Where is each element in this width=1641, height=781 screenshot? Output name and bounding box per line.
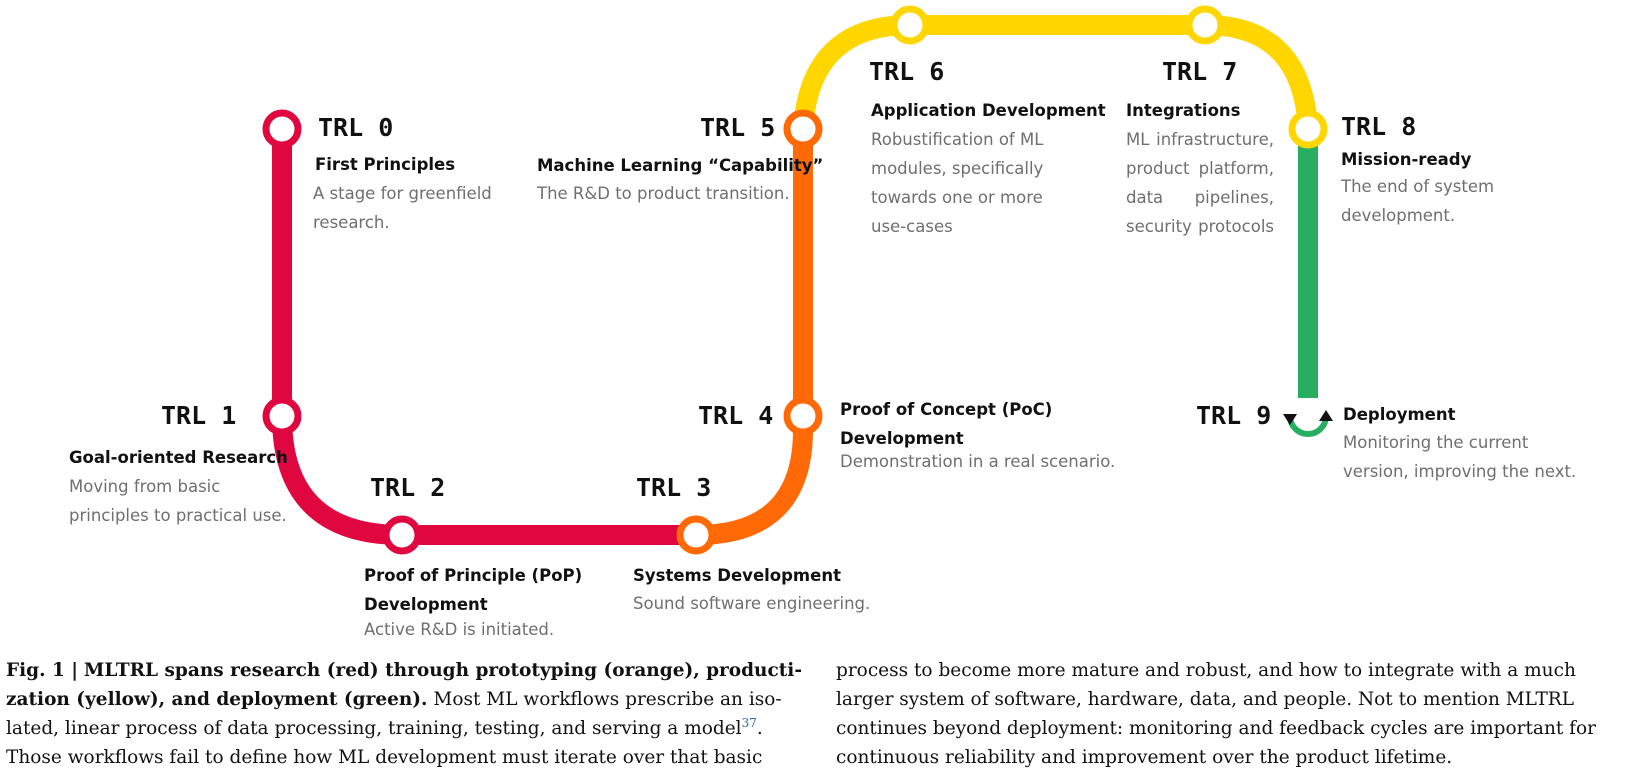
trl6-desc-line: Robustification of ML xyxy=(871,130,1044,149)
caption-text: Most ML workflows prescribe an iso- xyxy=(433,689,782,710)
trl6-desc: Robustification of ML modules, specifica… xyxy=(871,125,1043,241)
trl8-label: TRL 8 xyxy=(1341,112,1417,141)
trl7-label: TRL 7 xyxy=(1162,57,1238,86)
trl1-title: Goal-oriented Research xyxy=(69,448,288,467)
trl2-label: TRL 2 xyxy=(370,473,446,502)
trl5-desc: The R&D to product transition. xyxy=(537,179,790,208)
trl7-desc-line: ML infrastructure, xyxy=(1126,130,1274,149)
caption-line: lated, linear process of data processing… xyxy=(6,714,806,743)
trl6-station xyxy=(890,5,930,45)
caption-line: Those workflows fail to define how ML de… xyxy=(6,747,763,768)
trl7-title: Integrations xyxy=(1126,101,1241,120)
loop-arrow-down-icon xyxy=(1283,414,1297,425)
caption-bold-text: zation (yellow), and deployment (green). xyxy=(6,689,428,710)
caption-line: continuous reliability and improvement o… xyxy=(836,747,1453,768)
trl8-title: Mission-ready xyxy=(1341,150,1472,169)
trl4-label: TRL 4 xyxy=(698,401,774,430)
trl6-title: Application Development xyxy=(871,101,1106,120)
trl2-station xyxy=(382,515,422,555)
caption-line: Fig. 1 | MLTRL spans research (red) thro… xyxy=(6,656,806,685)
trl8-desc-line: development. xyxy=(1341,206,1456,225)
trl5-station xyxy=(783,109,823,149)
trl9-desc-line: version, improving the next. xyxy=(1343,462,1577,481)
prototyping-track xyxy=(695,129,813,545)
trl6-desc-line: use-cases xyxy=(871,217,953,236)
trl2-desc: Active R&D is initiated. xyxy=(364,615,554,644)
trl9-label: TRL 9 xyxy=(1196,401,1272,430)
caption-bold-text: MLTRL spans research (red) through proto… xyxy=(83,660,803,681)
trl3-desc: Sound software engineering. xyxy=(633,589,870,618)
trl1-desc-line: Moving from basic xyxy=(69,477,221,496)
trl7-desc-line: security protocols xyxy=(1126,217,1274,236)
trl0-desc-line: research. xyxy=(313,213,390,232)
trl4-title: Proof of Concept (PoC) Development xyxy=(840,395,1052,453)
caption-text: lated, linear process of data processing… xyxy=(6,718,742,739)
trl3-station xyxy=(676,515,716,555)
figure-caption-right: process to become more mature and robust… xyxy=(836,656,1636,772)
trl5-desc-line: The R&D to product transition. xyxy=(537,184,790,203)
trl5-label: TRL 5 xyxy=(700,113,776,142)
trl9-title: Deployment xyxy=(1343,405,1456,424)
trl6-desc-line: modules, specifically xyxy=(871,159,1044,178)
trl7-desc-line: data pipelines, xyxy=(1126,188,1274,207)
trl4-title-line: Development xyxy=(840,429,964,448)
trl3-desc-line: Sound software engineering. xyxy=(633,594,871,613)
trl4-title-line: Proof of Concept (PoC) xyxy=(840,400,1053,419)
trl0-desc: A stage for greenfield research. xyxy=(313,179,492,237)
mltrl-route-diagram xyxy=(262,5,1333,555)
trl2-title-line: Proof of Principle (PoP) xyxy=(364,566,583,585)
trl4-desc-line: Demonstration in a real scenario. xyxy=(840,452,1116,471)
trl6-desc-line: towards one or more xyxy=(871,188,1043,207)
caption-text: . xyxy=(756,718,763,739)
trl8-station xyxy=(1288,109,1328,149)
trl0-desc-line: A stage for greenfield xyxy=(313,184,492,203)
trl8-desc: The end of system development. xyxy=(1341,172,1494,230)
trl8-desc-line: The end of system xyxy=(1341,177,1495,196)
trl2-title-line: Development xyxy=(364,595,488,614)
trl6-label: TRL 6 xyxy=(869,57,945,86)
trl3-title: Systems Development xyxy=(633,566,841,585)
caption-line: larger system of software, hardware, dat… xyxy=(836,689,1575,710)
trl9-desc-line: Monitoring the current xyxy=(1343,433,1529,452)
trl3-label: TRL 3 xyxy=(636,473,712,502)
loop-arrow-up-icon xyxy=(1319,410,1333,421)
trl7-station xyxy=(1185,5,1225,45)
reference-link[interactable]: 37 xyxy=(741,715,757,730)
figure-caption-left: Fig. 1 | MLTRL spans research (red) thro… xyxy=(6,656,806,772)
trl1-desc-line: principles to practical use. xyxy=(69,506,287,525)
trl9-feedback-loop xyxy=(1287,415,1329,437)
caption-line: zation (yellow), and deployment (green).… xyxy=(6,685,806,714)
trl1-station xyxy=(262,396,302,436)
trl1-desc: Moving from basic principles to practica… xyxy=(69,472,287,530)
trl4-desc: Demonstration in a real scenario. xyxy=(840,447,1115,476)
trl5-title: Machine Learning “Capability” xyxy=(537,156,824,175)
trl0-label: TRL 0 xyxy=(318,113,394,142)
trl4-station xyxy=(783,396,823,436)
trl0-station xyxy=(262,109,302,149)
caption-line: continues beyond deployment: monitoring … xyxy=(836,718,1597,739)
figure-label: Fig. 1 | xyxy=(6,660,79,681)
productization-track xyxy=(793,15,1318,130)
trl7-desc-line: product platform, xyxy=(1126,159,1274,178)
trl1-label: TRL 1 xyxy=(161,401,237,430)
trl2-desc-line: Active R&D is initiated. xyxy=(364,620,555,639)
trl9-desc: Monitoring the current version, improvin… xyxy=(1343,428,1576,486)
trl2-title: Proof of Principle (PoP) Development xyxy=(364,561,582,619)
caption-line: process to become more mature and robust… xyxy=(836,660,1576,681)
trl7-desc: ML infrastructure, product platform, dat… xyxy=(1126,125,1274,241)
trl0-title: First Principles xyxy=(315,155,456,174)
